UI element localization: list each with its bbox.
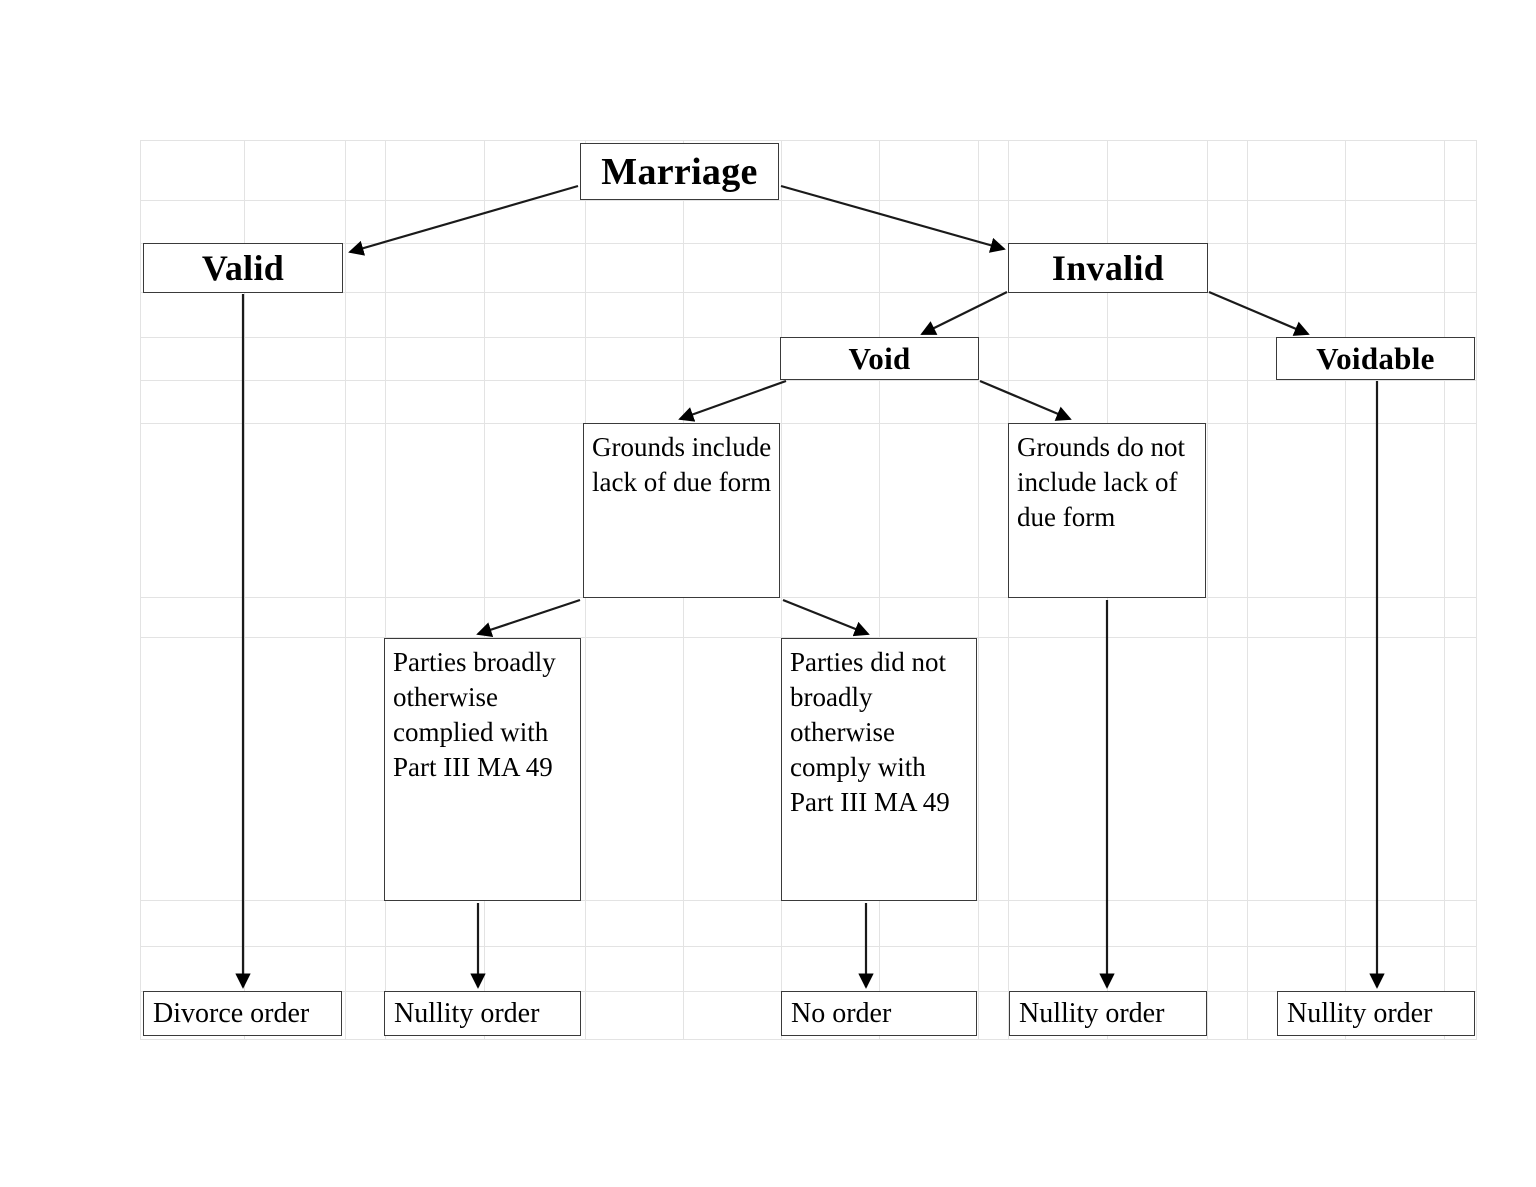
outcome-nullity-order-2-label: Nullity order bbox=[1019, 997, 1165, 1029]
node-void[interactable]: Void bbox=[780, 337, 979, 380]
node-valid[interactable]: Valid bbox=[143, 243, 343, 293]
node-valid-label: Valid bbox=[201, 248, 285, 288]
outcome-nullity-order-3[interactable]: Nullity order bbox=[1277, 991, 1475, 1036]
node-grounds-exclude-label: Grounds do not include lack of due form bbox=[1017, 432, 1185, 533]
edge-void-to-grounds-include bbox=[678, 379, 787, 422]
node-voidable[interactable]: Voidable bbox=[1276, 337, 1475, 380]
outcome-divorce-order[interactable]: Divorce order bbox=[143, 991, 342, 1036]
outcome-divorce-order-label: Divorce order bbox=[153, 997, 310, 1029]
edge-invalid-to-void bbox=[920, 291, 1008, 335]
edge-marriage-to-invalid bbox=[780, 184, 1006, 253]
edge-invalid-to-voidable bbox=[1208, 290, 1310, 336]
node-void-label: Void bbox=[848, 340, 911, 376]
outcome-nullity-order-1-label: Nullity order bbox=[394, 997, 540, 1029]
outcome-nullity-order-2[interactable]: Nullity order bbox=[1009, 991, 1207, 1036]
outcome-nullity-order-3-label: Nullity order bbox=[1287, 997, 1433, 1029]
node-invalid-label: Invalid bbox=[1051, 248, 1165, 288]
node-grounds-include-label: Grounds include lack of due form bbox=[592, 432, 772, 498]
node-marriage[interactable]: Marriage bbox=[580, 143, 779, 200]
outcome-nullity-order-1[interactable]: Nullity order bbox=[384, 991, 581, 1036]
edge-grounds-include-to-parties-complied bbox=[476, 598, 581, 638]
node-grounds-do-not-include-lack-of-due-form[interactable]: Grounds do not include lack of due form bbox=[1008, 423, 1206, 598]
node-parties-did-not-broadly-comply[interactable]: Parties did not broadly otherwise comply… bbox=[781, 638, 977, 901]
node-voidable-label: Voidable bbox=[1316, 340, 1435, 376]
edge-marriage-to-valid bbox=[348, 184, 579, 256]
node-invalid[interactable]: Invalid bbox=[1008, 243, 1208, 293]
edge-void-to-grounds-exclude bbox=[979, 379, 1072, 421]
outcome-no-order[interactable]: No order bbox=[781, 991, 977, 1036]
node-grounds-include-lack-of-due-form[interactable]: Grounds include lack of due form bbox=[583, 423, 780, 598]
node-parties-not-label: Parties did not broadly otherwise comply… bbox=[790, 647, 950, 818]
edge-grounds-include-to-parties-not bbox=[782, 598, 870, 637]
outcome-no-order-label: No order bbox=[791, 997, 892, 1029]
node-parties-broadly-complied[interactable]: Parties broadly otherwise complied with … bbox=[384, 638, 581, 901]
node-parties-complied-label: Parties broadly otherwise complied with … bbox=[393, 647, 556, 783]
node-marriage-label: Marriage bbox=[601, 150, 758, 193]
